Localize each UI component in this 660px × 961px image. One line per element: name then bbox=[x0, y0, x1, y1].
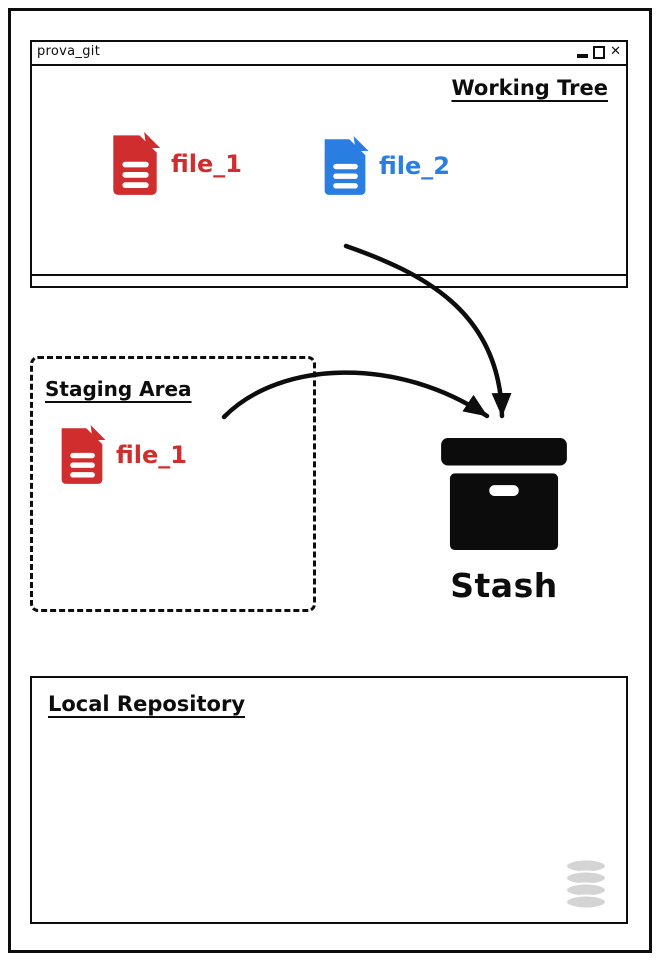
minimize-icon[interactable] bbox=[577, 54, 589, 58]
maximize-icon[interactable] bbox=[593, 45, 606, 59]
file-label: file_1 bbox=[116, 441, 187, 469]
file-icon bbox=[324, 136, 369, 195]
database-icon bbox=[565, 858, 607, 910]
window-title: prova_git bbox=[37, 44, 101, 59]
window-statusbar bbox=[32, 274, 626, 284]
file-item: file_2 bbox=[320, 136, 450, 196]
file-label: file_2 bbox=[379, 152, 450, 180]
file-item: file_1 bbox=[108, 132, 242, 196]
staging-area-label: Staging Area bbox=[45, 377, 192, 401]
archive-box-icon bbox=[441, 438, 567, 551]
staging-area-panel: Staging Area file_1 bbox=[30, 356, 316, 612]
outer-border bbox=[8, 8, 652, 953]
file-item: file_1 bbox=[57, 425, 187, 485]
stash-group: Stash bbox=[440, 438, 568, 605]
local-repository-panel: Local Repository bbox=[30, 676, 628, 924]
stash-label: Stash bbox=[450, 566, 558, 605]
file-icon bbox=[113, 132, 161, 195]
file-label: file_1 bbox=[171, 150, 242, 178]
file-icon bbox=[61, 425, 106, 484]
close-icon[interactable]: ✕ bbox=[610, 44, 621, 59]
local-repository-label: Local Repository bbox=[48, 692, 246, 716]
window-titlebar: prova_git ✕ bbox=[32, 42, 626, 66]
prova-git-window: prova_git ✕ Working Tree file_1 bbox=[30, 40, 628, 288]
window-controls: ✕ bbox=[577, 45, 621, 59]
working-tree-label: Working Tree bbox=[451, 76, 608, 100]
